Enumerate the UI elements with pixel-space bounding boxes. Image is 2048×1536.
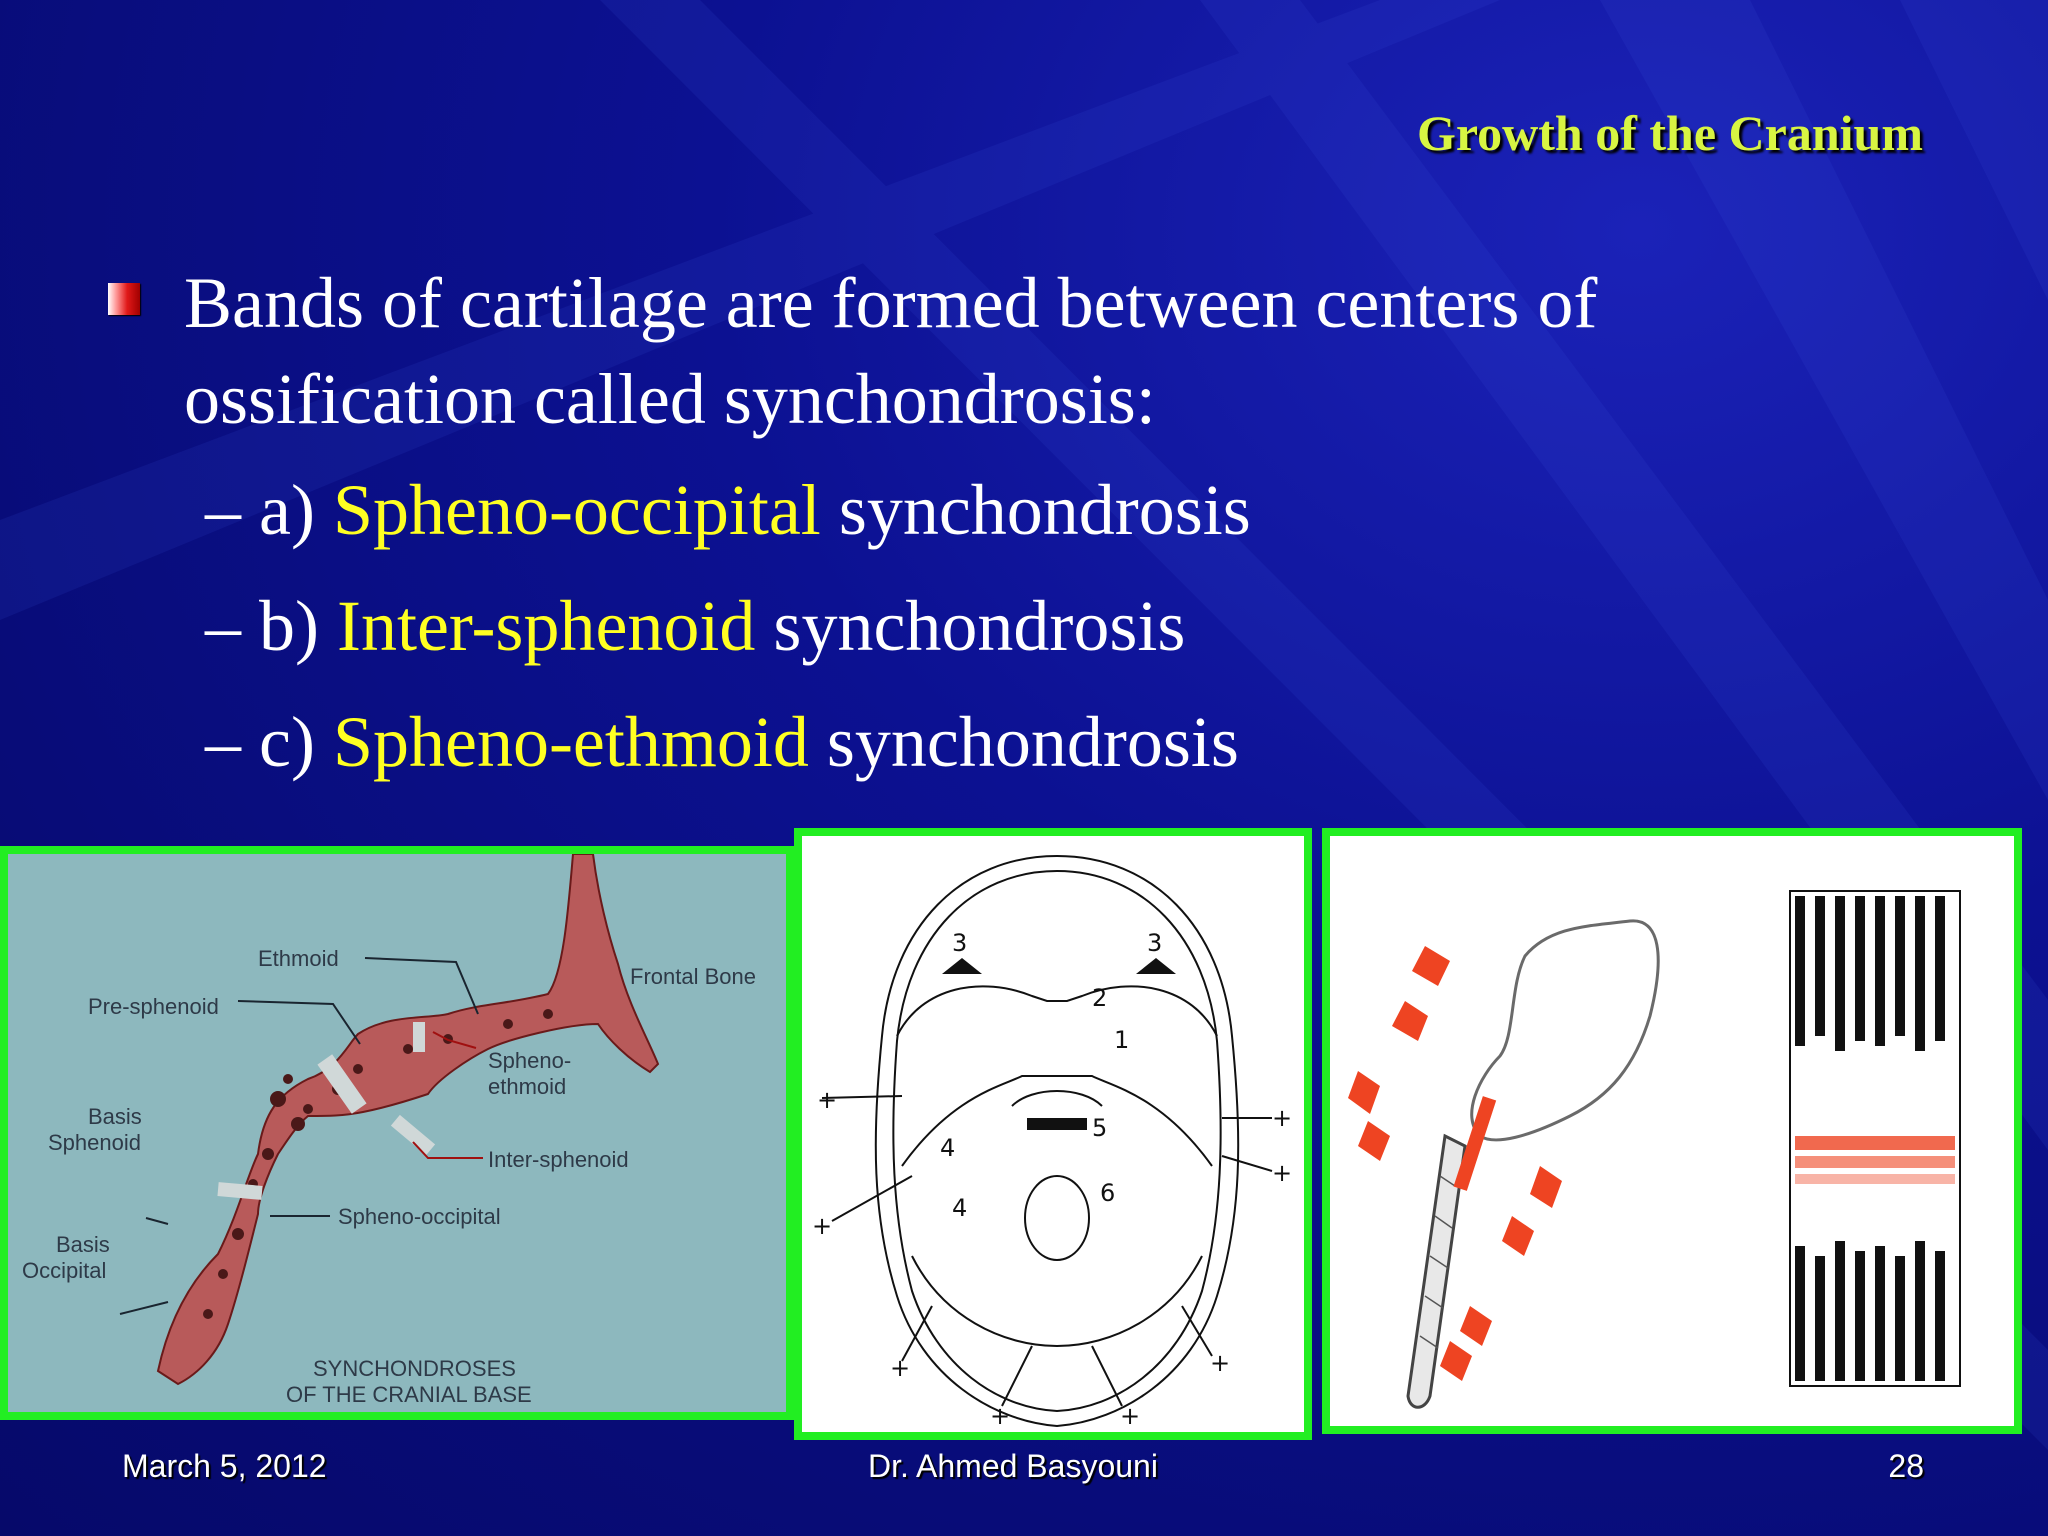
subitem-inter-sphenoid: – b) Inter-sphenoid synchondrosis [205,578,1185,674]
subitem-prefix: – a) [205,470,333,550]
plus-sign: + [1272,1159,1292,1187]
histology-red-zone [1795,1136,1955,1184]
subitem-highlight: Inter-sphenoid [336,586,756,666]
cranial-base-bone [156,854,660,1386]
figure-cranial-growth-diagram: + + + + + + + + 3 3 2 1 5 4 4 6 [794,828,1312,1440]
sphenoid-bar [1027,1118,1087,1130]
spheno-occipital-band [217,1182,263,1200]
subitem-prefix: – b) [205,586,337,666]
plus-sign: + [812,1212,832,1240]
square-bullet-icon [108,283,140,315]
region-number: 5 [1092,1114,1107,1142]
region-number: 4 [952,1194,967,1222]
label-pre-sphenoid: Pre-sphenoid [88,994,219,1019]
label-inter-sphenoid: Inter-sphenoid [488,1147,629,1172]
label-basis-sphenoid-1: Basis [88,1104,142,1129]
subitem-suffix: synchondrosis [820,470,1251,550]
spheno-ethmoid-band [413,1022,425,1052]
inter-sphenoid-band [390,1114,436,1156]
plus-sign: + [990,1402,1010,1430]
foramen-magnum [1024,1175,1090,1261]
histology-bottom-columns [1795,1241,1945,1381]
anterior-fossa-line [896,985,1218,1037]
label-basis-occipital-2: Occipital [22,1258,106,1283]
subitem-prefix: – c) [205,702,333,782]
footer-page-number: 28 [1888,1448,1924,1484]
label-spheno-ethmoid-2: ethmoid [488,1074,566,1099]
middle-fossa-line [901,1075,1213,1167]
arrow-up-right [1136,958,1176,974]
label-spheno-occipital: Spheno-occipital [338,1204,501,1229]
bullet-text: Bands of cartilage are formed between ce… [184,263,1598,439]
label-basis-occipital-1: Basis [56,1232,110,1257]
region-number: 2 [1092,984,1107,1012]
growth-arrows-red [1348,946,1562,1381]
region-number: 1 [1114,1026,1129,1054]
region-number: 6 [1100,1179,1115,1207]
label-basis-sphenoid-2: Sphenoid [48,1130,141,1155]
subitem-highlight: Spheno-occipital [332,470,821,550]
histology-top-columns [1795,896,1945,1051]
subitem-spheno-occipital: – a) Spheno-occipital synchondrosis [205,462,1251,558]
label-spheno-ethmoid-1: Spheno- [488,1048,571,1073]
plus-sign: + [890,1354,910,1382]
region-number: 3 [1147,929,1162,957]
footer-author: Dr. Ahmed Basyouni [868,1448,1158,1484]
plus-sign: + [1210,1349,1230,1377]
bone-texture [203,1009,553,1319]
skull-outer-outline [874,854,1240,1428]
subitem-suffix: synchondrosis [808,702,1239,782]
subitem-suffix: synchondrosis [755,586,1186,666]
occipital-wedge [1406,1133,1467,1409]
plus-sign: + [817,1086,837,1114]
sella-outline [1011,1090,1103,1107]
growth-arrows [821,1095,1273,1407]
plus-sign: + [1272,1104,1292,1132]
pre-sphenoid-band [317,1054,367,1114]
label-ethmoid: Ethmoid [258,946,339,971]
region-number: 3 [952,929,967,957]
posterior-fossa-line [911,1255,1203,1348]
occipital-hatching [1419,1175,1456,1349]
subitem-spheno-ethmoid: – c) Spheno-ethmoid synchondrosis [205,694,1239,790]
plus-sign: + [1120,1402,1140,1430]
caption-line-2: OF THE CRANIAL BASE [286,1382,532,1407]
footer-date: March 5, 2012 [122,1448,327,1484]
skull-inner-outline [892,869,1222,1413]
region-number: 4 [940,1134,955,1162]
caption-line-1: SYNCHONDROSES [313,1356,516,1381]
cartilage-plate [1453,1096,1497,1191]
arrow-up-left [942,958,982,974]
subitem-highlight: Spheno-ethmoid [332,702,809,782]
sphenoid-body-outline [1470,919,1660,1142]
slide-title: Growth of the Cranium [1416,105,1923,161]
label-frontal-bone: Frontal Bone [630,964,756,989]
figure-cranial-base-synchondroses: Ethmoid Frontal Bone Pre-sphenoid Spheno… [0,846,794,1420]
figure-synchondrosis-growth [1322,828,2022,1434]
